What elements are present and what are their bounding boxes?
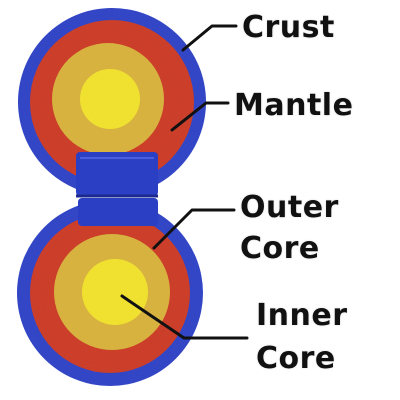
outer-core-leader-line bbox=[152, 208, 236, 250]
leader-lines bbox=[120, 24, 249, 340]
bottom-disc bbox=[17, 200, 203, 386]
inner-core-label-line1: Inner bbox=[256, 298, 348, 333]
inner-core-label-line2: Core bbox=[256, 341, 336, 376]
mantle-label: Mantle bbox=[234, 88, 354, 123]
outer-core-label-line2: Core bbox=[240, 231, 320, 266]
hinge bbox=[76, 152, 158, 226]
top-disc bbox=[18, 8, 206, 196]
crust-label: Crust bbox=[242, 10, 335, 45]
mantle-leader-line bbox=[170, 101, 230, 132]
top-disc-texture bbox=[18, 8, 206, 196]
hinge-upper-block bbox=[76, 152, 158, 196]
crust-leader-line bbox=[181, 24, 238, 52]
hinge-lower-block bbox=[78, 198, 158, 226]
outer-core-label-line1: Outer bbox=[240, 190, 339, 225]
inner-core-leader-line bbox=[120, 294, 249, 340]
